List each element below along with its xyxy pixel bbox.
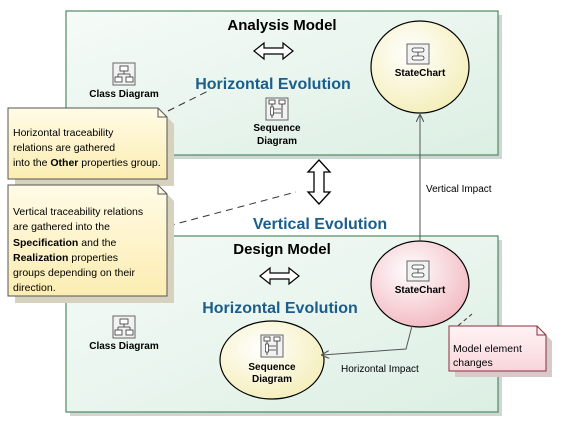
note-horizontal-line1: Horizontal traceability bbox=[13, 127, 114, 139]
design-statechart-label: StateChart bbox=[395, 285, 446, 296]
design-model-title: Design Model bbox=[233, 241, 331, 258]
note-vertical-line3: Specification and the bbox=[13, 237, 116, 249]
analysis-sequence-diagram-icon[interactable] bbox=[265, 97, 289, 121]
note-vertical-line4: Realization properties bbox=[13, 252, 118, 264]
note-horizontal-traceability[interactable]: Horizontal traceability relations are ga… bbox=[7, 107, 174, 186]
analysis-statechart-label: StateChart bbox=[395, 68, 446, 79]
analysis-statechart-node[interactable]: StateChart bbox=[370, 20, 470, 114]
analysis-sequence-diagram-label-line2: Diagram bbox=[257, 136, 297, 147]
design-statechart-node[interactable]: StateChart bbox=[370, 240, 470, 328]
note-vertical-line6: direction. bbox=[13, 282, 56, 294]
note-changes-line2: changes bbox=[453, 357, 493, 369]
note-changes-line1: Model element bbox=[453, 343, 522, 355]
analysis-model-title: Analysis Model bbox=[227, 17, 336, 34]
note-horizontal-line3: into the Other properties group. bbox=[13, 157, 161, 169]
horizontal-impact-arrow[interactable] bbox=[322, 325, 413, 355]
horizontal-impact-label: Horizontal Impact bbox=[341, 364, 419, 375]
design-class-diagram-label: Class Diagram bbox=[89, 341, 159, 352]
design-statechart-icon bbox=[406, 260, 430, 282]
analysis-class-diagram-icon[interactable] bbox=[112, 62, 136, 86]
design-sequence-diagram-label-line1: Sequence bbox=[248, 362, 296, 373]
note-model-element-changes[interactable]: Model element changes bbox=[448, 325, 552, 377]
design-horizontal-evolution-label: Horizontal Evolution bbox=[202, 300, 358, 317]
design-sequence-diagram-node[interactable]: Sequence Diagram bbox=[219, 320, 325, 400]
design-sequence-diagram-label-line2: Diagram bbox=[252, 374, 292, 385]
analysis-horizontal-double-arrow-icon bbox=[253, 41, 294, 61]
design-horizontal-double-arrow-icon bbox=[259, 266, 300, 286]
note-vertical-line2: are gathered into the bbox=[13, 221, 110, 233]
note-vertical-connector bbox=[167, 191, 297, 227]
vertical-impact-label: Vertical Impact bbox=[426, 184, 492, 195]
design-sequence-diagram-icon bbox=[260, 334, 284, 358]
note-vertical-traceability[interactable]: Vertical traceability relations are gath… bbox=[7, 184, 174, 303]
analysis-sequence-diagram-label-line1: Sequence bbox=[253, 123, 301, 134]
note-horizontal-line2: relations are gathered bbox=[13, 142, 115, 154]
design-class-diagram-icon[interactable] bbox=[112, 315, 136, 339]
note-vertical-line5: groups depending on their bbox=[13, 267, 136, 279]
note-vertical-line1: Vertical traceability relations bbox=[13, 206, 143, 218]
analysis-class-diagram-label: Class Diagram bbox=[89, 89, 159, 100]
vertical-double-arrow-icon bbox=[306, 159, 332, 205]
vertical-evolution-label: Vertical Evolution bbox=[253, 216, 387, 233]
analysis-statechart-icon bbox=[406, 43, 430, 65]
analysis-horizontal-evolution-label: Horizontal Evolution bbox=[195, 76, 351, 93]
note-horizontal-connector bbox=[167, 89, 211, 112]
